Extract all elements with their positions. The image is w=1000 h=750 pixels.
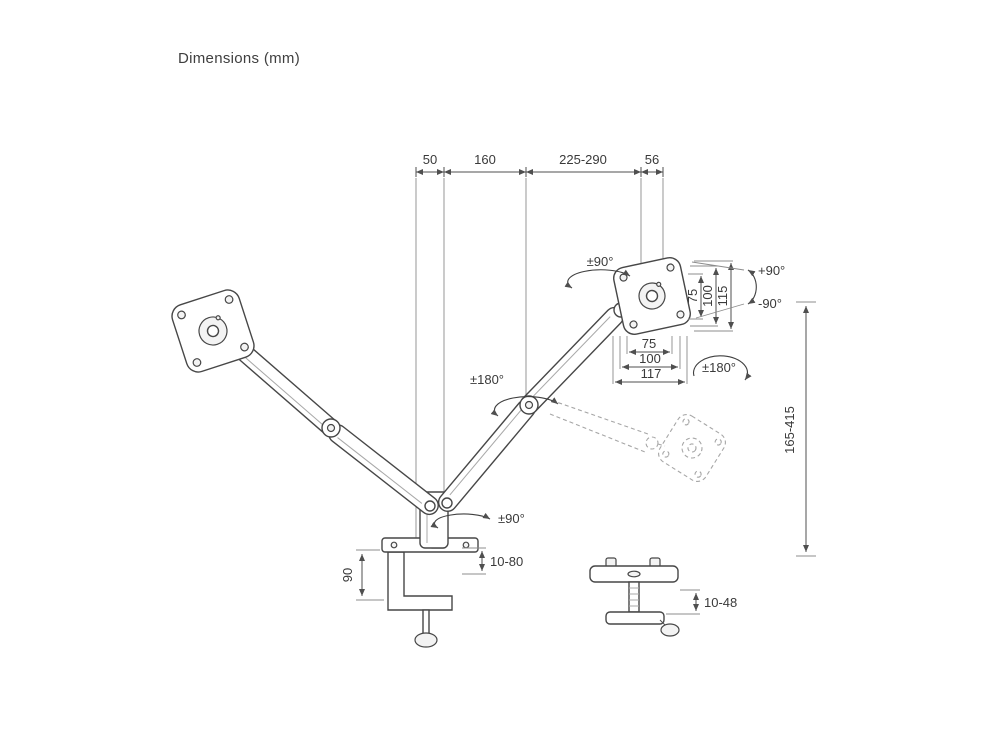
- right-arm: [437, 293, 648, 512]
- clamp-height-dimension: 90: [340, 549, 384, 601]
- base-swivel-label: ±90°: [498, 511, 525, 526]
- dim-vesa-v-75: 75: [685, 289, 700, 303]
- desk-clamp: [381, 537, 479, 648]
- dim-desk-thickness: 10-80: [490, 554, 523, 569]
- ghost-vesa-position: [544, 397, 726, 482]
- right-arm-hinge: [441, 497, 453, 509]
- dim-top-225-290: 225-290: [559, 152, 607, 167]
- dim-vesa-v-115: 115: [715, 286, 730, 307]
- left-vesa-plate: [171, 289, 255, 373]
- grommet-mount: [589, 557, 680, 637]
- dim-vesa-h-75: 75: [642, 336, 656, 351]
- height-range-dimension: 165-415: [782, 301, 816, 557]
- right-vesa-plate: [613, 257, 691, 335]
- rotation-annotations: ±90° ±180° ±90° ±180°: [430, 254, 752, 529]
- tilt-down-label: -90°: [758, 296, 782, 311]
- vesa-rotation-label: ±180°: [702, 360, 736, 375]
- tilt-up-label: +90°: [758, 263, 785, 278]
- vesa-vertical-dimensions: 75 100 115: [685, 260, 734, 332]
- top-swivel-label: ±90°: [587, 254, 614, 269]
- elbow-swivel-label: ±180°: [470, 372, 504, 387]
- dim-top-160: 160: [474, 152, 496, 167]
- dim-top-56: 56: [645, 152, 659, 167]
- top-dimension-chain: 50 160 225-290 56: [415, 152, 664, 540]
- dim-top-50: 50: [423, 152, 437, 167]
- left-arm-hinge: [424, 500, 436, 512]
- dim-vesa-v-100: 100: [700, 285, 715, 307]
- desk-thickness-dimension: 10-80: [462, 547, 523, 575]
- vesa-horizontal-dimensions: 75 100 117: [612, 336, 688, 385]
- dim-clamp-height: 90: [340, 568, 355, 582]
- dim-grommet-thickness: 10-48: [704, 595, 737, 610]
- dim-vesa-h-117: 117: [641, 366, 662, 381]
- dim-height-range: 165-415: [782, 406, 797, 454]
- tilt-annotation: +90° -90°: [691, 261, 785, 319]
- page-title: Dimensions (mm): [178, 50, 300, 67]
- grommet-thickness-dimension: 10-48: [666, 589, 737, 615]
- dim-vesa-h-100: 100: [639, 351, 661, 366]
